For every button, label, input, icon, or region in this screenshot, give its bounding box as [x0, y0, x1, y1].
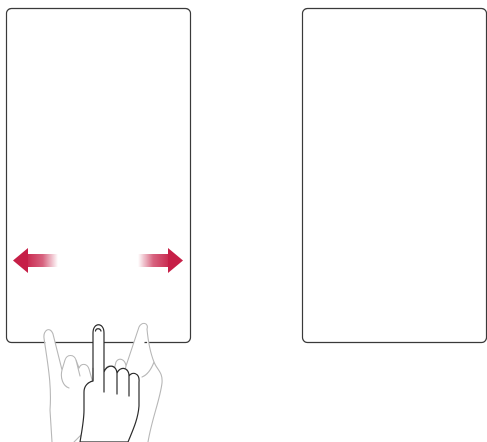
pointing-hand-icon [79, 324, 140, 442]
swipe-right-arrow-icon [138, 248, 183, 273]
right-screen-frame [301, 7, 487, 344]
left-screen-frame [5, 7, 192, 344]
swipe-left-arrow-icon [13, 248, 58, 273]
